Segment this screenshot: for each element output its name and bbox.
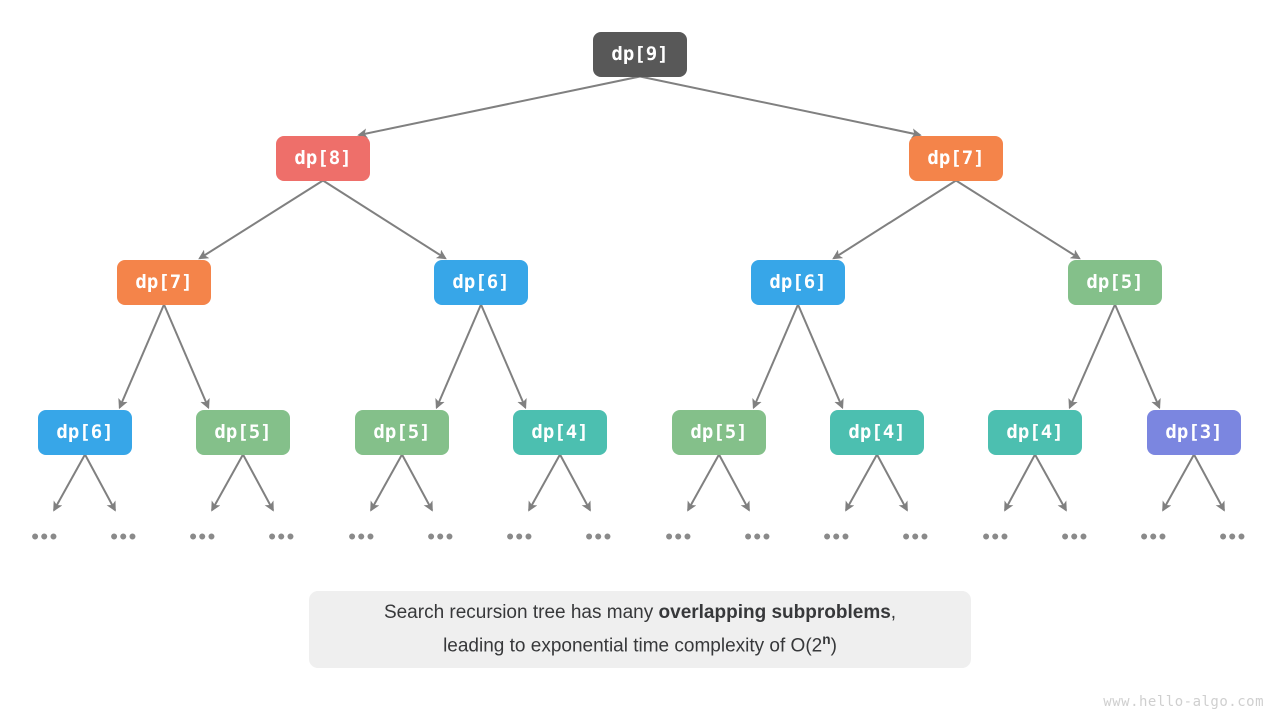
tree-node-dp5: dp[5] (1068, 259, 1162, 305)
caption-line1-suffix: , (890, 602, 897, 624)
tree-node-dp7: dp[7] (909, 135, 1003, 181)
tree-node-dp7: dp[7] (117, 259, 211, 305)
tree-edge-ellipsis (559, 454, 591, 512)
tree-node-dp4: dp[4] (513, 409, 607, 455)
ellipsis-marker: ••• (31, 524, 59, 549)
tree-edge (1114, 304, 1161, 410)
tree-edge (1068, 304, 1116, 410)
ellipsis-marker: ••• (744, 524, 772, 549)
ellipsis-marker: ••• (823, 524, 851, 549)
ellipsis-marker: ••• (189, 524, 217, 549)
tree-edge (118, 304, 165, 410)
tree-node-dp9: dp[9] (593, 31, 687, 77)
tree-edge (480, 304, 527, 410)
ellipsis-marker: ••• (1140, 524, 1168, 549)
tree-node-dp6: dp[6] (751, 259, 845, 305)
tree-edge-ellipsis (1034, 454, 1067, 512)
ellipsis-marker: ••• (506, 524, 534, 549)
caption-line2-suffix: ) (830, 635, 837, 657)
tree-edge-ellipsis (370, 454, 403, 512)
tree-node-dp4: dp[4] (830, 409, 924, 455)
tree-edge-ellipsis (528, 454, 561, 512)
tree-edge (322, 179, 447, 260)
ellipsis-marker: ••• (1061, 524, 1089, 549)
tree-node-dp5: dp[5] (196, 409, 290, 455)
tree-edge (198, 179, 324, 260)
tree-node-dp6: dp[6] (434, 259, 528, 305)
caption-line-2: leading to exponential time complexity o… (443, 626, 837, 659)
tree-edge-ellipsis (1004, 454, 1036, 512)
caption-line2-prefix: leading to exponential time complexity o… (443, 635, 823, 657)
tree-node-dp3: dp[3] (1147, 409, 1241, 455)
caption-line-1: Search recursion tree has many overlappi… (384, 599, 896, 626)
ellipsis-marker: ••• (902, 524, 930, 549)
tree-edge (797, 304, 844, 410)
ellipsis-marker: ••• (268, 524, 296, 549)
tree-node-dp5: dp[5] (355, 409, 449, 455)
tree-node-dp8: dp[8] (276, 135, 370, 181)
tree-node-dp6: dp[6] (38, 409, 132, 455)
caption-box: Search recursion tree has many overlappi… (309, 591, 971, 668)
ellipsis-marker: ••• (585, 524, 613, 549)
tree-node-dp4: dp[4] (988, 409, 1082, 455)
tree-edge (163, 304, 210, 410)
tree-edge-ellipsis (211, 454, 244, 512)
caption-line1-bold: overlapping subproblems (658, 602, 891, 624)
ellipsis-marker: ••• (427, 524, 455, 549)
tree-edge-ellipsis (84, 454, 116, 512)
tree-edge-ellipsis (242, 454, 274, 512)
ellipsis-marker: ••• (1219, 524, 1247, 549)
tree-edge (639, 75, 922, 139)
tree-edge-ellipsis (1193, 454, 1225, 512)
ellipsis-marker: ••• (982, 524, 1010, 549)
tree-edge (357, 75, 641, 139)
tree-edge (752, 304, 799, 410)
tree-edge-ellipsis (876, 454, 908, 512)
caption-exponent: n (822, 632, 831, 648)
tree-edge (435, 304, 482, 410)
tree-edge-ellipsis (1162, 454, 1195, 512)
watermark: www.hello-algo.com (1103, 694, 1264, 710)
tree-edge-ellipsis (718, 454, 750, 512)
caption-line1-prefix: Search recursion tree has many (383, 602, 659, 624)
ellipsis-marker: ••• (665, 524, 693, 549)
tree-node-dp5: dp[5] (672, 409, 766, 455)
tree-edge (955, 179, 1081, 260)
tree-edge (832, 179, 957, 260)
tree-edge-ellipsis (687, 454, 720, 512)
tree-edge-ellipsis (401, 454, 433, 512)
tree-edge-ellipsis (845, 454, 878, 512)
tree-edge-ellipsis (53, 454, 86, 512)
ellipsis-marker: ••• (348, 524, 376, 549)
ellipsis-marker: ••• (110, 524, 138, 549)
